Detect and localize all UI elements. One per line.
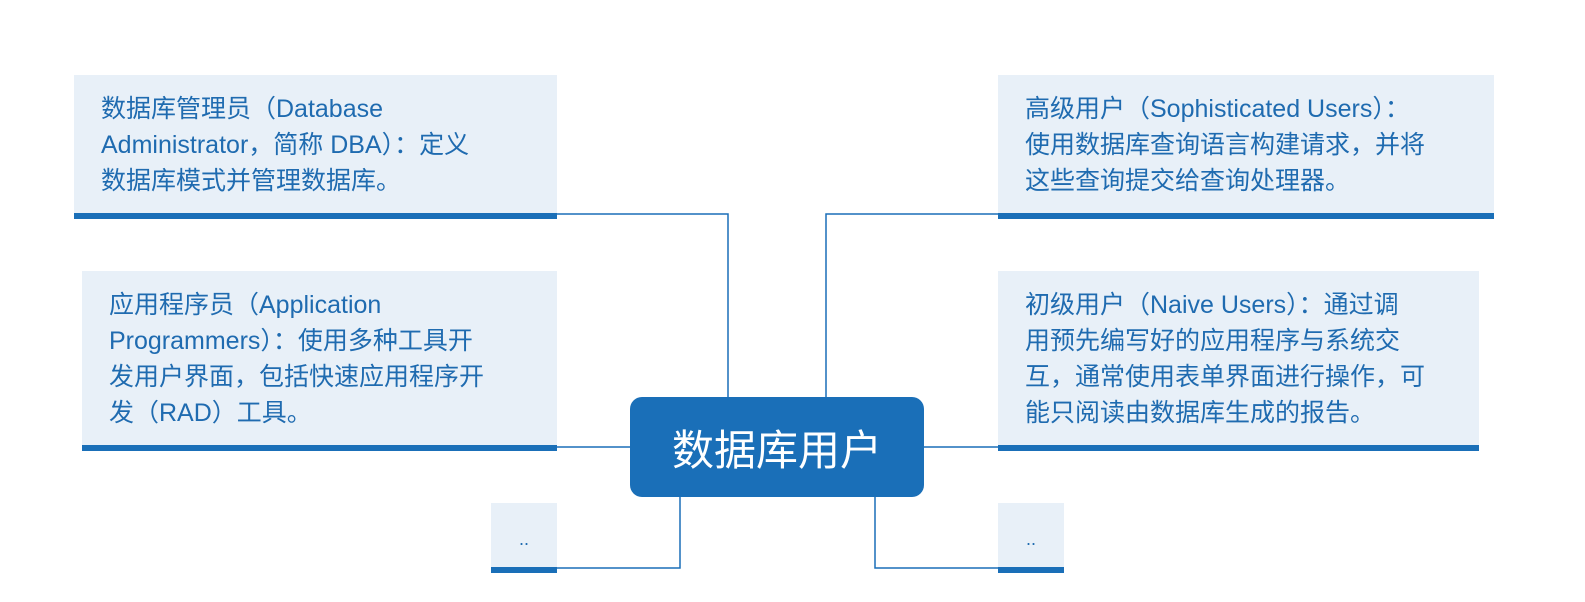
card-naive-users: 初级用户（Naive Users）：通过调 用预先编写好的应用程序与系统交 互，… [998,271,1479,451]
card-naive-users-text: 初级用户（Naive Users）：通过调 用预先编写好的应用程序与系统交 互，… [1025,291,1426,427]
card-placeholder-left: .. [491,503,557,573]
card-app-programmers-text: 应用程序员（Application Programmers）：使用多种工具开 发… [109,291,485,427]
card-placeholder-right: .. [998,503,1064,573]
card-sophisticated-users-text: 高级用户（Sophisticated Users）： 使用数据库查询语言构建请求… [1025,95,1426,195]
center-node-title: 数据库用户 [671,426,882,474]
connector-dba [557,213,729,397]
card-app-programmers: 应用程序员（Application Programmers）：使用多种工具开 发… [82,271,557,451]
card-dba-text: 数据库管理员（Database Administrator，简称 DBA）：定义… [101,95,470,195]
connector-small-right [874,497,998,569]
card-placeholder-right-text: .. [1025,529,1036,549]
card-dba: 数据库管理员（Database Administrator，简称 DBA）：定义… [74,75,557,219]
card-placeholder-left-text: .. [518,529,529,549]
card-sophisticated-users: 高级用户（Sophisticated Users）： 使用数据库查询语言构建请求… [998,75,1494,219]
connector-small-left [557,497,681,569]
center-node: 数据库用户 [630,397,924,497]
connector-sophisticated [825,213,998,397]
